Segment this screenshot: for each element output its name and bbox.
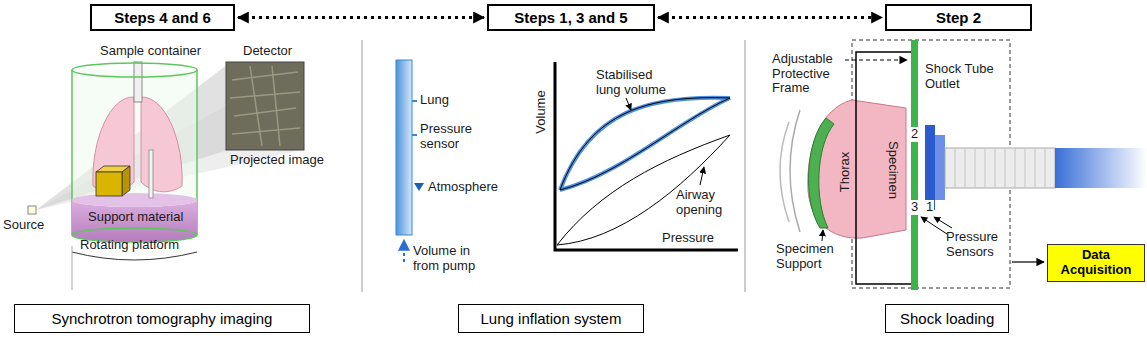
part-label: Specimen bbox=[886, 141, 901, 199]
callout-number: 1 bbox=[925, 200, 934, 215]
curve-label: Airway opening bbox=[676, 188, 732, 217]
part-label: Adjustable Protective Frame bbox=[772, 52, 842, 96]
node-text: Shock loading bbox=[900, 310, 994, 327]
section-box: Shock loading bbox=[885, 304, 1009, 333]
part-label: Detector bbox=[243, 44, 292, 59]
part-label: Thorax bbox=[838, 152, 853, 192]
part-label: Projected image bbox=[230, 153, 324, 168]
callout-number: 2 bbox=[910, 127, 919, 142]
dashed-double-arrow bbox=[658, 16, 882, 19]
dashed-double-arrow bbox=[238, 16, 484, 19]
part-label: Source bbox=[3, 218, 44, 233]
data-acquisition-box: Data Acquisition bbox=[1047, 244, 1145, 282]
step-box: Steps 4 and 6 bbox=[90, 4, 235, 31]
part-label: Support material bbox=[88, 210, 183, 225]
step-box: Steps 1, 3 and 5 bbox=[487, 4, 655, 31]
node-text: Step 2 bbox=[901, 9, 1016, 26]
part-label: Lung bbox=[420, 93, 449, 108]
part-label: Atmosphere bbox=[428, 180, 498, 195]
node-text: Lung inflation system bbox=[473, 310, 629, 327]
node-text: Steps 1, 3 and 5 bbox=[503, 9, 639, 26]
part-label: Volume in from pump bbox=[413, 244, 483, 273]
axis-label: Pressure bbox=[662, 231, 714, 246]
section-box: Synchrotron tomography imaging bbox=[14, 304, 310, 333]
node-text: Steps 4 and 6 bbox=[106, 9, 219, 26]
step-box: Step 2 bbox=[885, 4, 1032, 31]
section-box: Lung inflation system bbox=[458, 304, 644, 333]
curve-label: Stabilised lung volume bbox=[596, 68, 674, 97]
part-label: Shock Tube Outlet bbox=[925, 62, 1005, 91]
axis-label: Volume bbox=[534, 90, 549, 133]
part-label: Pressure Sensors bbox=[946, 230, 1010, 259]
part-label: Sample container bbox=[100, 44, 201, 59]
part-label: Rotating platform bbox=[80, 238, 179, 253]
callout-number: 3 bbox=[910, 200, 919, 215]
node-text: Data Acquisition bbox=[1052, 248, 1140, 278]
part-label: Specimen Support bbox=[776, 242, 840, 271]
part-label: Pressure sensor bbox=[420, 122, 482, 151]
node-text: Synchrotron tomography imaging bbox=[29, 310, 295, 327]
